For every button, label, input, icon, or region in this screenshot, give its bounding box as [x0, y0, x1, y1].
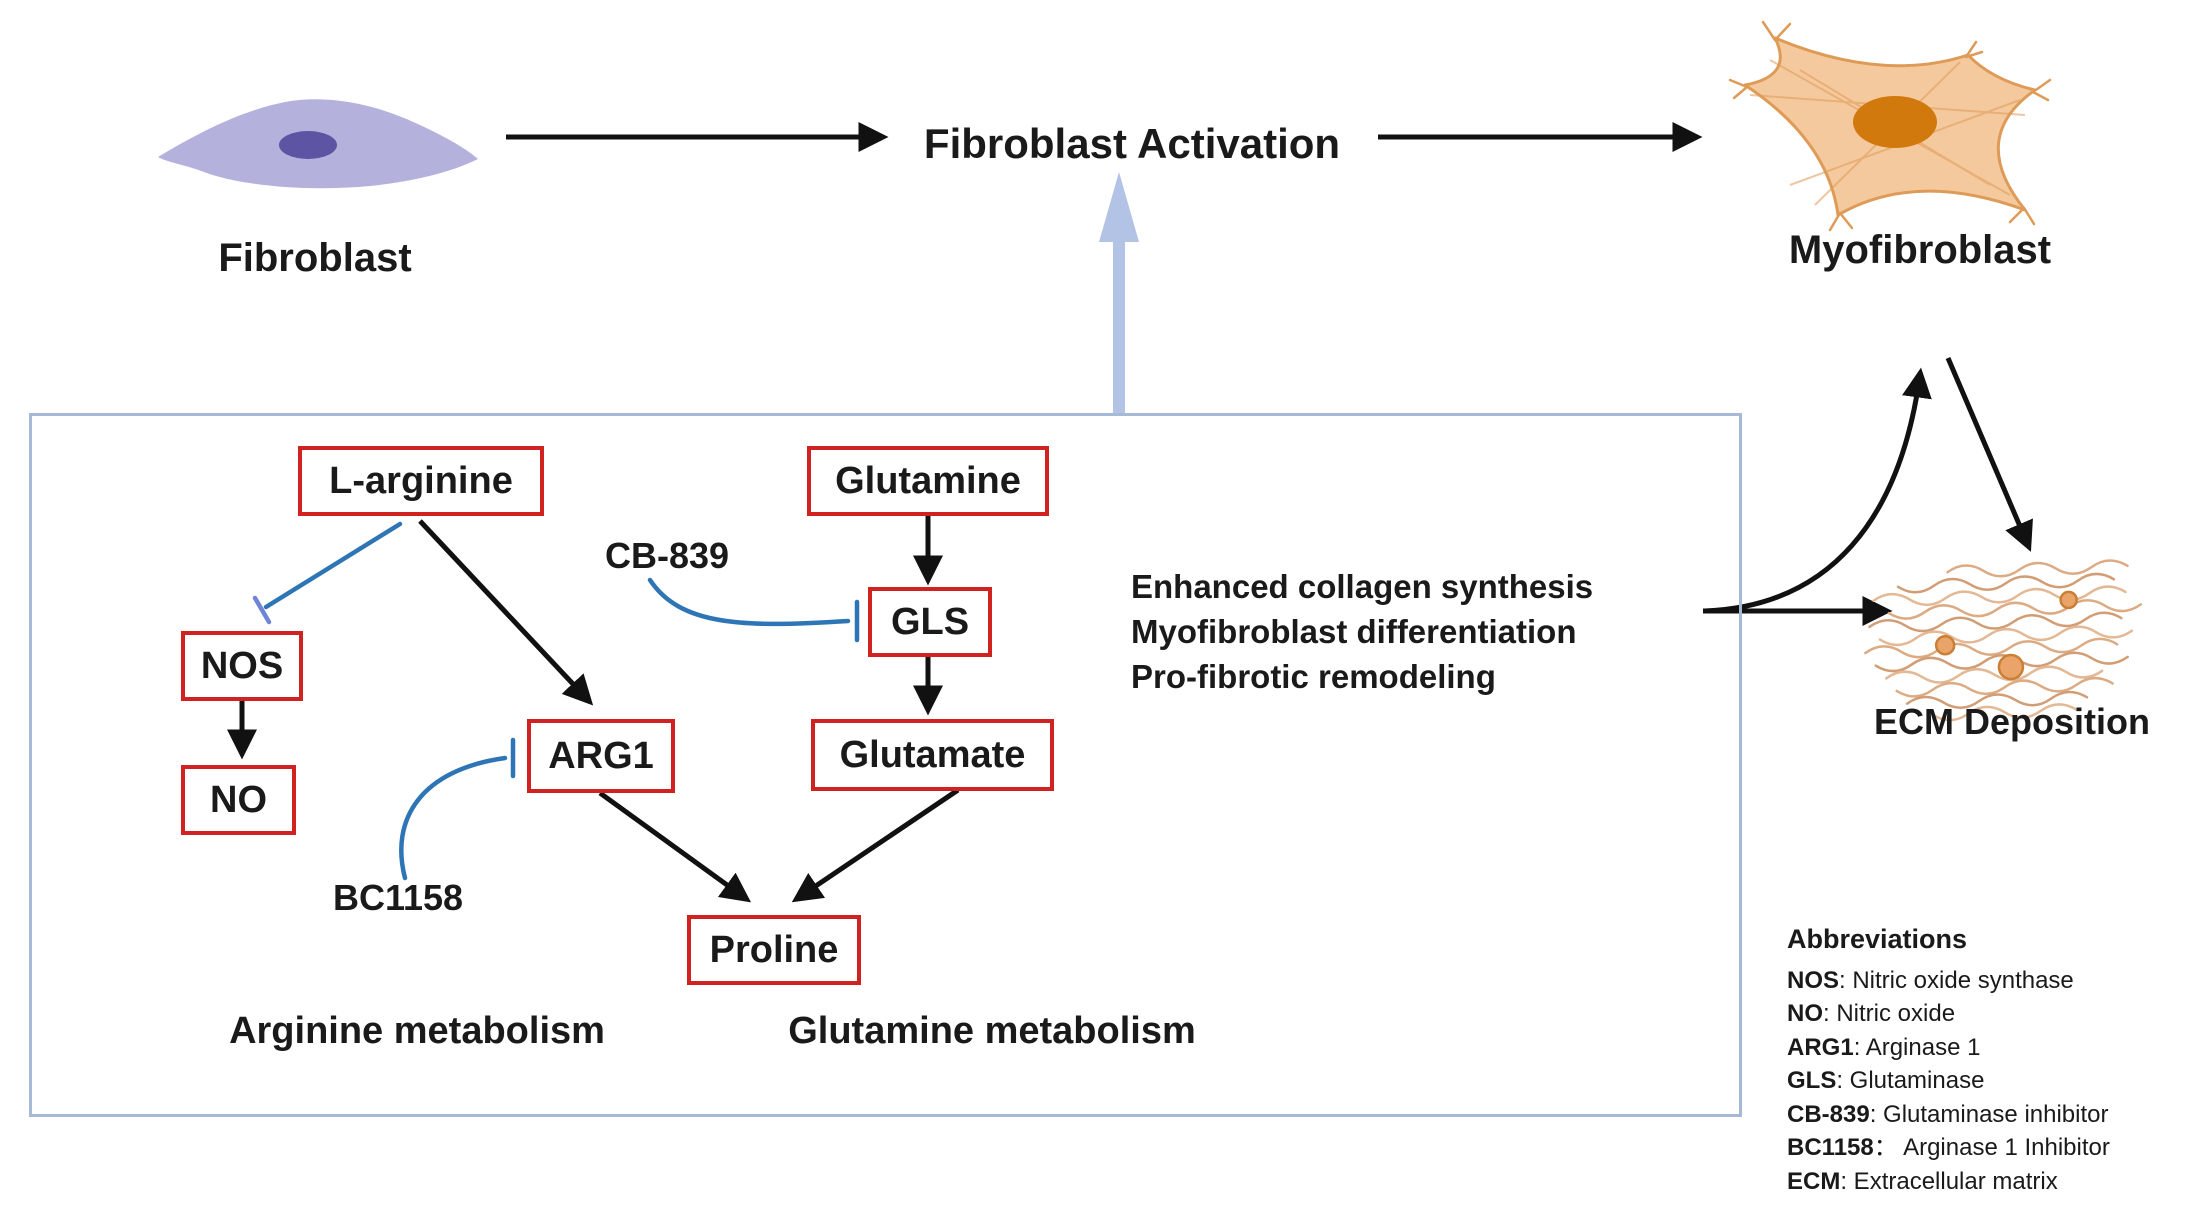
inhibit-larginine-to-nos [263, 521, 403, 610]
cb839-inhibitor-label: CB-839 [604, 535, 730, 576]
ecm-node-dot [2059, 590, 2078, 610]
abbreviation-item: CB-839: Glutaminase inhibitor [1787, 1100, 2109, 1128]
node-l-arginine: L-arginine [298, 446, 544, 516]
abbreviation-item: NO: Nitric oxide [1787, 1000, 1956, 1027]
activation-up-arrow [1099, 172, 1139, 414]
inhibit-cb839-to-gls [647, 577, 851, 627]
bc1158-inhibitor-label: BC1158 [332, 877, 464, 918]
abbreviations-legend: Abbreviations NOS: Nitric oxide synthase… [1787, 923, 2110, 1198]
myofibroblast-nucleus [1853, 96, 1937, 148]
metabolism-panel [29, 413, 1742, 1117]
arrow-glutamate-to-proline [791, 787, 960, 903]
ecm-node-dot [1997, 653, 2025, 681]
ecm-fibers-icon [1864, 559, 2143, 722]
abbreviation-item: NOS: Nitric oxide synthase [1787, 966, 2074, 994]
ecm-node-dot [1934, 635, 1956, 656]
fibroblast-label: Fibroblast [218, 236, 412, 280]
effect-line: Myofibroblast differentiation [1131, 613, 1577, 650]
effect-line: Pro-fibrotic remodeling [1131, 658, 1496, 695]
arrow-arg1-to-proline [598, 790, 752, 903]
abbreviation-item: BC1158： Arginase 1 Inhibitor [1787, 1134, 2110, 1161]
fibroblast-nucleus [279, 131, 337, 159]
abbreviations-title: Abbreviations [1787, 924, 1968, 954]
node-glutamine: Glutamine [807, 446, 1049, 516]
node-gls: GLS [868, 587, 992, 657]
ecm-deposition-label: ECM Deposition [1874, 701, 2150, 742]
inhibit-bc1158-to-arg1 [399, 755, 508, 881]
node-nos: NOS [181, 631, 303, 701]
effects-text-block: Enhanced collagen synthesis Myofibroblas… [1131, 564, 1593, 699]
inhibit-cap-nos [252, 595, 272, 625]
abbreviation-item: ARG1: Arginase 1 [1787, 1033, 1981, 1061]
fibroblast-cell-icon [158, 99, 478, 189]
node-proline: Proline [687, 915, 861, 985]
myofibroblast-label: Myofibroblast [1788, 228, 2052, 272]
fibroblast-activation-label: Fibroblast Activation [923, 120, 1341, 167]
abbreviation-item: ECM: Extracellular matrix [1787, 1167, 2058, 1195]
effect-line: Enhanced collagen synthesis [1131, 568, 1594, 605]
region-label-arginine-metabolism: Arginine metabolism [229, 1010, 605, 1052]
node-no: NO [181, 765, 296, 835]
node-arg1: ARG1 [527, 719, 675, 793]
myofibroblast-cell-icon [1728, 20, 2052, 232]
node-glutamate: Glutamate [811, 719, 1054, 791]
abbreviation-item: GLS: Glutaminase [1787, 1067, 1985, 1094]
region-label-glutamine-metabolism: Glutamine metabolism [788, 1010, 1196, 1052]
myofibroblast-tip-forks [1728, 20, 2052, 232]
arrow-larginine-to-arg1 [418, 519, 594, 706]
arrow-myofibroblast-to-ecm [1945, 357, 2033, 552]
arrow-ecm-to-myofibroblast-curved [1704, 367, 1932, 614]
